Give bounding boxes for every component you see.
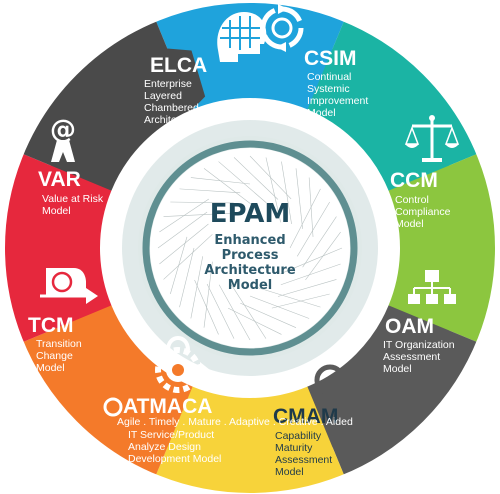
segment-csim: CSIM Continual Systemic Improvement Mode… — [260, 4, 368, 119]
sketch-line — [218, 161, 267, 204]
tcm-line-2: Change — [36, 350, 73, 362]
sketch-line — [280, 263, 341, 286]
transition-arrow-icon — [40, 268, 98, 304]
sketch-line — [203, 261, 213, 328]
csim-line-1: Continual — [307, 71, 351, 83]
center-title: EPAM — [210, 199, 290, 229]
oam-line-1: IT Organization — [383, 339, 455, 351]
sketch-line — [256, 287, 321, 308]
ccm-title: CCM — [390, 169, 438, 192]
tcm-title: TCM — [28, 314, 74, 337]
var-line-2: Model — [42, 205, 71, 217]
sketch-line — [229, 282, 267, 339]
elca-line-2: Layered — [144, 90, 182, 102]
gear-lock-icon — [155, 336, 210, 393]
sketch-line — [305, 231, 341, 281]
sketch-line — [179, 188, 241, 194]
var-line-1: Value at Risk — [42, 193, 104, 205]
sketch-line — [280, 247, 343, 274]
sketch-line — [190, 256, 204, 319]
sketch-line — [265, 157, 281, 223]
sketch-line — [163, 234, 213, 280]
sketch-line — [233, 157, 279, 200]
sketch-line — [159, 223, 209, 265]
ccm-line-2: Compliance — [395, 206, 451, 218]
atmaca-line-2: Analyze Design — [128, 441, 201, 453]
cmam-line-3: Assessment — [275, 454, 332, 466]
segment-tcm: TCM Transition Change Model — [28, 268, 98, 374]
atmaca-line-1: IT Service/Product — [128, 429, 214, 441]
segment-shape-atmaca — [22, 292, 193, 476]
segment-oam: OAM IT Organization Assessment Model — [383, 270, 456, 375]
atmaca-logo-mark-icon — [103, 397, 123, 417]
atmaca-title: ATMACA — [123, 395, 212, 418]
csim-line-2: Systemic — [307, 83, 350, 95]
sketch-line — [295, 168, 303, 229]
magnifier-icon — [314, 364, 358, 408]
refresh-cycle-icon — [260, 4, 304, 52]
sketch-line — [206, 283, 235, 339]
center-subtitle-line-3: Architecture — [204, 263, 296, 278]
var-title: VAR — [38, 168, 81, 191]
sketch-line — [203, 168, 258, 209]
sketch-line — [281, 161, 292, 225]
sketch-line — [277, 279, 337, 297]
cmam-line-1: Capability — [275, 430, 322, 442]
tcm-line-1: Transition — [36, 338, 82, 350]
segment-var: @ VAR Value at Risk Model — [38, 115, 104, 217]
sketch-line — [163, 213, 231, 217]
segment-ring — [3, 1, 497, 494]
csim-line-3: Improvement — [307, 95, 368, 107]
center-border — [142, 140, 358, 356]
sketch-line — [218, 284, 251, 341]
cmam-line-2: Maturity — [275, 442, 313, 454]
tcm-line-3: Model — [36, 362, 65, 374]
segment-atmaca: ATMACA Agile . Timely . Mature . Adaptiv… — [103, 336, 353, 465]
elca-line-4: Architecture — [144, 114, 200, 126]
atmaca-tagline: Agile . Timely . Mature . Adaptive . Cre… — [117, 416, 353, 428]
sketch-line — [240, 302, 297, 328]
atmaca-line-3: Development Model — [128, 453, 221, 465]
sketch-line — [170, 201, 234, 204]
ccm-line-1: Control — [395, 194, 429, 206]
segment-shape-csim — [307, 20, 478, 204]
center-subtitle-line-2: Process — [222, 248, 279, 263]
head-network-icon — [217, 12, 267, 62]
sketch-line — [249, 295, 310, 319]
csim-title: CSIM — [304, 47, 357, 70]
segment-shape-cmam — [151, 386, 345, 494]
ccm-line-3: Model — [395, 218, 424, 230]
at-person-icon: @ — [50, 115, 76, 162]
segment-elca: ELCA Enterprise Layered Chambered Archit… — [144, 12, 267, 126]
segment-shape-oam — [294, 305, 478, 476]
elca-line-3: Chambered — [144, 102, 199, 114]
csim-line-4: Model — [307, 107, 336, 119]
cmam-title: CMAM — [273, 405, 338, 428]
elca-title: ELCA — [150, 54, 207, 77]
elca-line-1: Enterprise — [144, 78, 192, 90]
center-disc — [150, 148, 350, 348]
oam-title: OAM — [385, 315, 434, 338]
center-subtitle-line-4: Model — [228, 278, 272, 293]
segment-cmam: CMAM Capability Maturity Assessment Mode… — [273, 364, 358, 478]
oam-line-3: Model — [383, 363, 412, 375]
sketch-line — [297, 201, 330, 257]
sketch-line — [157, 211, 208, 249]
sketch-line — [302, 216, 337, 268]
sketch-line — [289, 188, 321, 249]
oam-line-2: Assessment — [383, 351, 440, 363]
outer-ring-edge — [3, 1, 497, 494]
center-subtitle-line-1: Enhanced — [214, 233, 285, 248]
segment-ccm: CCM Control Compliance Model — [390, 115, 460, 230]
balance-scale-icon — [404, 115, 460, 162]
center-sketch-lines — [157, 155, 343, 341]
sketch-line — [179, 247, 195, 308]
cmam-line-4: Model — [275, 466, 304, 478]
org-chart-icon — [408, 270, 456, 304]
